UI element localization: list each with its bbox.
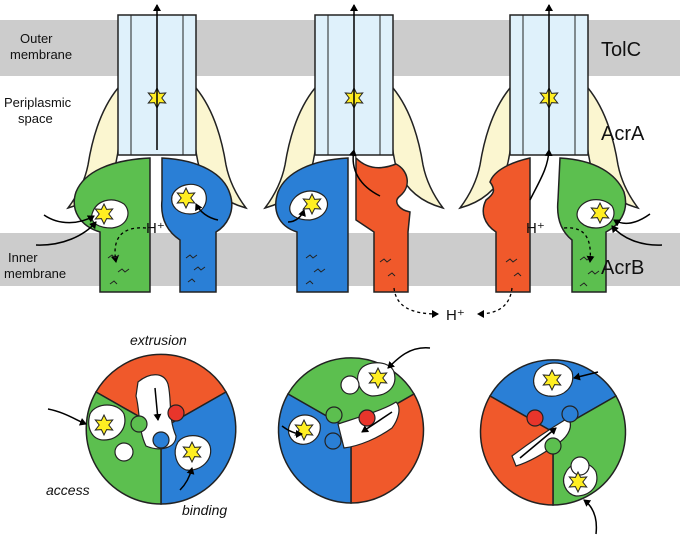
transporter-unit-1: H⁺ — [35, 4, 248, 293]
trimer-state-3 — [479, 359, 627, 535]
transporter-unit-3: H⁺ — [458, 4, 663, 318]
outer-membrane-label-2: membrane — [10, 47, 72, 62]
acrb-protomer-blue[interactable] — [275, 157, 349, 293]
binding-label: binding — [182, 502, 227, 518]
outer-membrane-label-1: Outer — [20, 31, 53, 46]
acrb-protomer-orange[interactable] — [482, 157, 531, 293]
access-label: access — [46, 482, 90, 498]
extrusion-label: extrusion — [130, 332, 187, 348]
trimer-state-2 — [277, 347, 431, 504]
transporter-unit-2 — [263, 4, 445, 318]
trimer-state-1 — [47, 353, 237, 505]
acra-label: AcrA — [601, 123, 645, 145]
inner-membrane-label-2: membrane — [4, 266, 66, 281]
tolc-label: TolC — [601, 39, 641, 61]
periplasmic-label-1: Periplasmic — [4, 95, 72, 110]
proton-label: H⁺ — [146, 220, 165, 237]
acrb-protomer-orange[interactable] — [355, 156, 411, 293]
periplasmic-label-2: space — [18, 111, 53, 126]
proton-label: H⁺ — [446, 307, 465, 324]
acrb-label: AcrB — [601, 257, 644, 279]
proton-label: H⁺ — [526, 220, 545, 237]
inner-membrane-label-1: Inner — [8, 250, 38, 265]
